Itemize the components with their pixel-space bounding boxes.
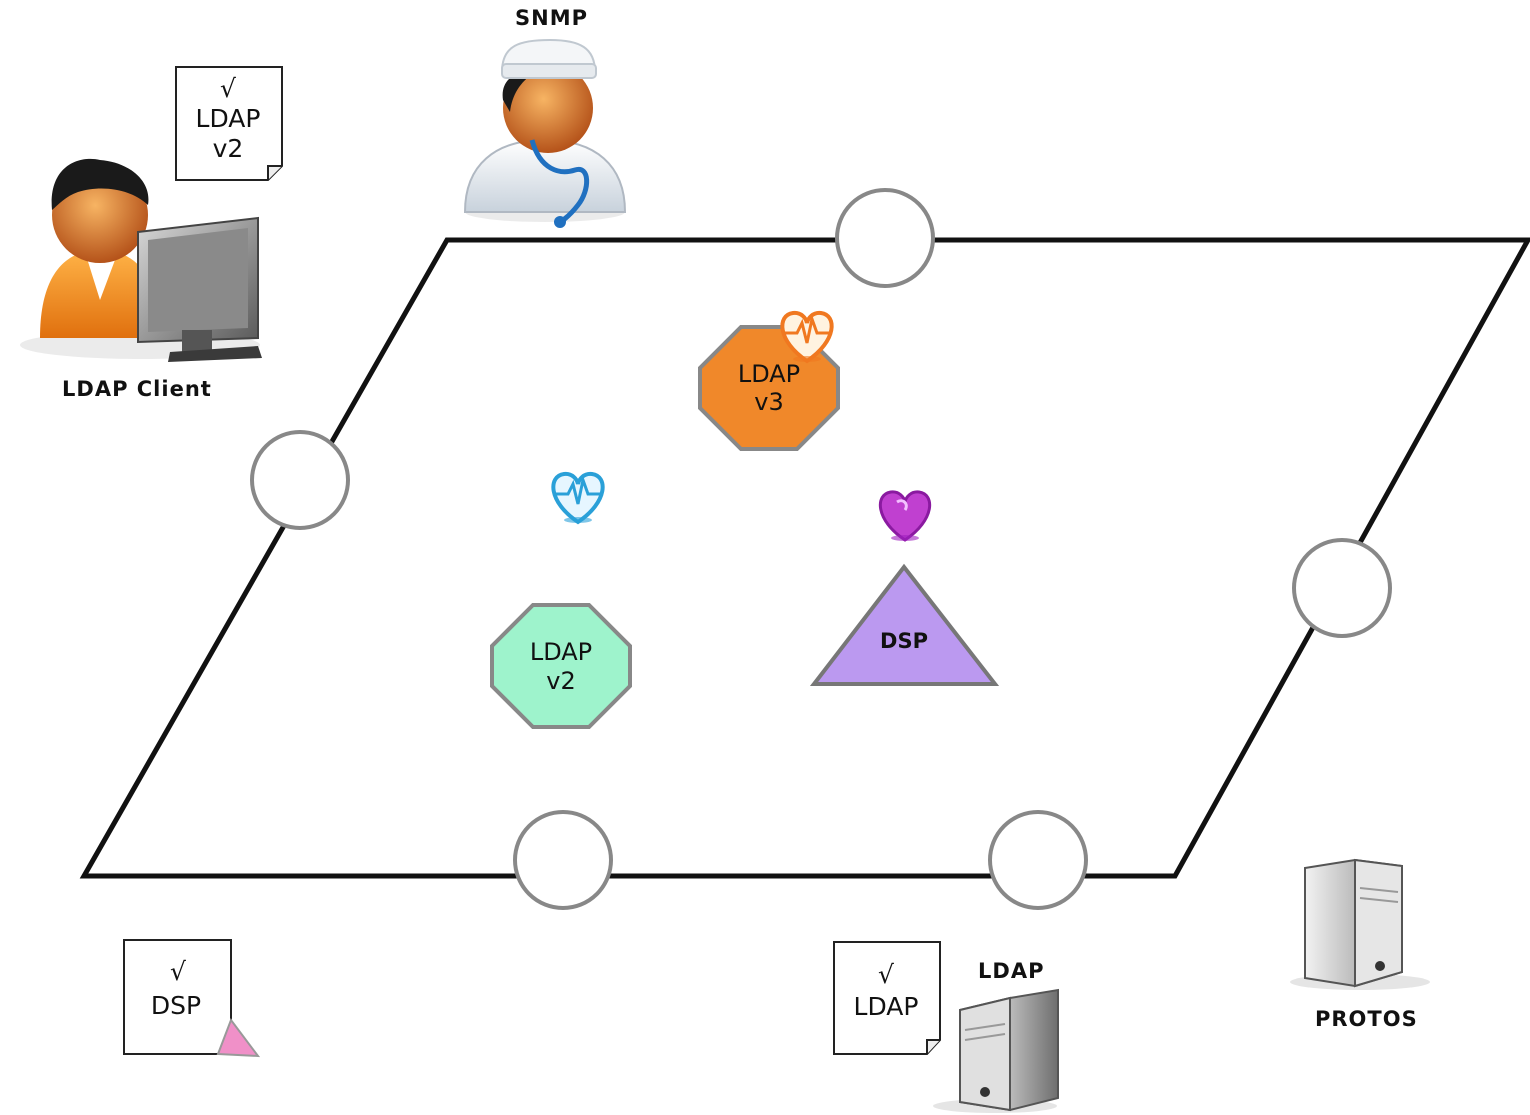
port-top: [835, 188, 935, 288]
dsp-doc-check: √: [170, 957, 186, 986]
ldap-server-label: LDAP: [978, 959, 1044, 983]
dsp-label: DSP: [880, 629, 928, 653]
ldap-v2-octagon: LDAP v2: [490, 603, 632, 729]
client-doc-line-1: LDAP: [196, 104, 261, 133]
ldap-v3-label-1: LDAP: [738, 360, 800, 388]
dsp-triangle: DSP: [809, 563, 1000, 686]
client-ldap-v2-document: √ LDAP v2: [175, 66, 283, 181]
network-boundary: [79, 237, 1530, 879]
ldap-v3-label-2: v3: [754, 388, 783, 416]
ldap-client-user-icon: [20, 158, 262, 362]
purple-heart-icon: [878, 490, 932, 542]
ldap-v2-label-1: LDAP: [530, 638, 592, 666]
port-right: [1292, 538, 1392, 638]
ldap-document: √ LDAP: [833, 941, 941, 1055]
protos-label: PROTOS: [1315, 1007, 1418, 1031]
client-doc-check: √: [220, 74, 236, 103]
port-bottom-left: [513, 810, 613, 910]
dsp-document: √ DSP: [123, 939, 261, 1058]
snmp-doctor-icon: [463, 38, 627, 228]
port-left: [250, 430, 350, 530]
port-bottom-right: [988, 810, 1088, 910]
blue-heart-icon: [551, 471, 605, 525]
ldap-server-icon: [933, 988, 1059, 1113]
client-doc-line-2: v2: [213, 134, 244, 163]
protos-server-icon: [1290, 858, 1430, 990]
ldap-doc-check: √: [878, 960, 894, 989]
ldap-client-label: LDAP Client: [62, 377, 212, 401]
dsp-doc-line-1: DSP: [151, 991, 201, 1020]
snmp-label: SNMP: [515, 6, 588, 30]
ldap-doc-line-1: LDAP: [854, 992, 919, 1021]
ldap-v2-label-2: v2: [546, 667, 575, 695]
orange-heart-icon: [780, 310, 834, 364]
